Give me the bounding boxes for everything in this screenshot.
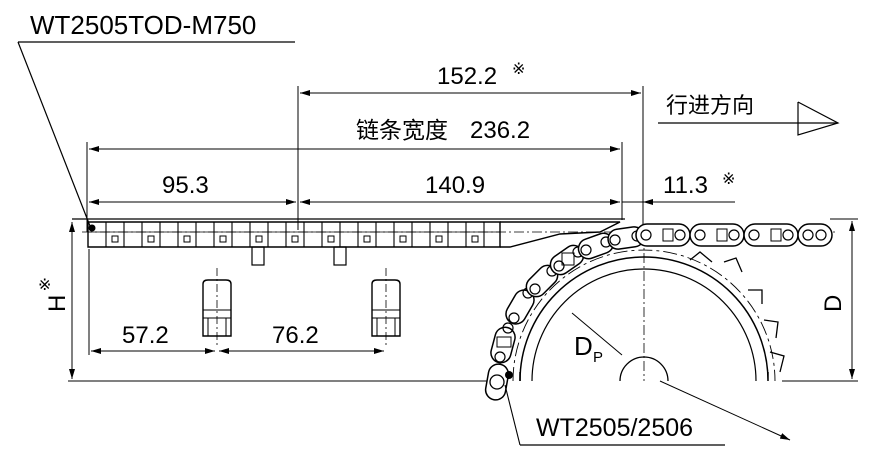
guide-rail-right [371,268,401,345]
bottom-left-value: 57.2 [122,322,169,349]
wrap-chain-link [484,363,513,401]
direction-label: 行进方向 [666,93,754,118]
sprocket-teeth [689,251,785,373]
part-number-leader [17,41,91,227]
sprocket-model-callout: WT2505/2506 [504,380,791,446]
dimension-outer-diameter: D [820,218,858,379]
chain-tab [333,246,347,266]
sprocket-model-leader [504,384,521,446]
height-label: H [44,295,71,312]
chain-plates [105,222,485,247]
chain-tab [251,246,265,266]
dimension-offset: 11.3 ※ [622,171,735,205]
right-span-value: 140.9 [425,172,485,199]
wrap-chain-link [490,322,516,364]
chain-knuckles [111,235,479,243]
pitch-diameter-line [571,312,623,356]
dimension-chain-width: 链条宽度 236.2 [86,117,623,232]
pitch-diameter-label: D [574,331,593,361]
outer-diameter-label: D [820,295,847,312]
direction-indicator: 行进方向 [658,93,840,136]
offset-value: 11.3 [663,172,708,199]
chain-width-value: 236.2 [470,117,530,144]
chain-outline [87,221,501,248]
part-number-label: WT2505TOD-M750 [30,10,256,40]
sprocket-body [519,256,769,382]
dimension-rail-spacing: 57.2 76.2 [88,249,384,355]
guide-rail-left [202,268,232,345]
dimension-top-extent: 152.2 ※ [297,61,644,232]
pitch-diameter-subscript: P [593,349,603,366]
dimension-height: H ※ [38,222,75,379]
direction-arrow-icon [797,101,840,136]
return-chain-links [635,223,833,247]
chain-width-label: 链条宽度 [356,117,448,143]
sprocket-hub-arc [531,268,757,382]
bottom-right-value: 76.2 [272,322,319,349]
chain-transition [500,221,621,248]
note-mark: ※ [38,277,51,294]
sprocket-model-label: WT2505/2506 [536,414,693,442]
dimension-spans: 95.3 140.9 [89,172,620,205]
note-mark: ※ [512,61,525,78]
part-number-callout: WT2505TOD-M750 [17,10,295,232]
wrapping-chain [484,223,833,401]
guide-rails [202,268,401,345]
left-span-value: 95.3 [162,172,209,199]
top-chain [87,221,621,266]
sprocket: D P [512,235,785,382]
pitch-diameter-leader [659,380,791,441]
dimension-top-value: 152.2 [437,63,497,90]
note-mark: ※ [722,171,735,188]
leader-dot [88,224,96,232]
